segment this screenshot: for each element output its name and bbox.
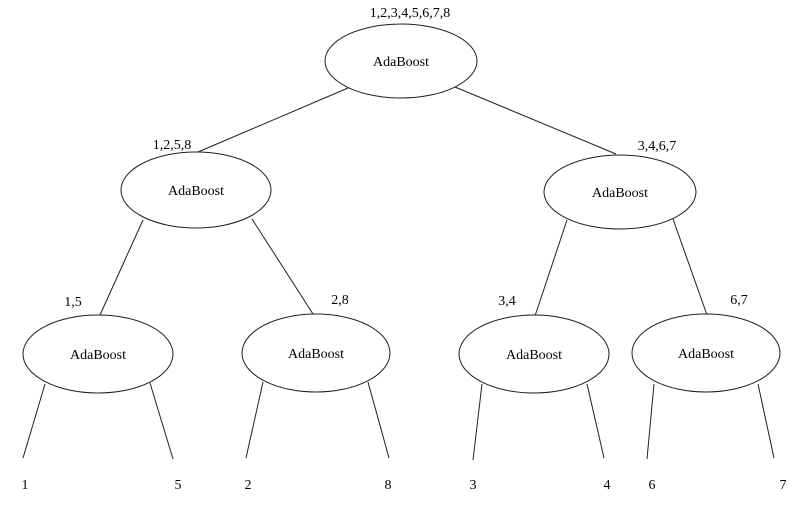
edge-to-leaf-8 bbox=[367, 381, 390, 459]
node-left-right-label: AdaBoost bbox=[288, 347, 344, 362]
leaf-label-1: 1 bbox=[22, 478, 29, 493]
node-root-label: AdaBoost bbox=[373, 55, 429, 70]
edge-right-rightleft bbox=[534, 219, 568, 317]
node-root-ellipse bbox=[324, 23, 478, 99]
node-left-ellipse bbox=[120, 151, 272, 229]
subset-label-left-left: 1,5 bbox=[64, 295, 82, 310]
edge-to-leaf-7 bbox=[757, 383, 775, 459]
leaf-label-5: 5 bbox=[175, 478, 182, 493]
node-left-left-ellipse bbox=[22, 314, 174, 394]
edge-root-left bbox=[197, 87, 349, 153]
subset-label-left: 1,2,5,8 bbox=[153, 138, 192, 153]
edge-root-right bbox=[454, 86, 617, 155]
edge-to-leaf-6 bbox=[646, 383, 655, 460]
edge-left-leftleft bbox=[99, 219, 144, 316]
subset-label-left-right: 2,8 bbox=[331, 293, 349, 308]
node-right-left-ellipse bbox=[458, 314, 610, 394]
node-right-right-ellipse bbox=[631, 313, 781, 393]
node-right-ellipse bbox=[543, 154, 697, 230]
subset-label-right: 3,4,6,7 bbox=[638, 139, 677, 154]
edge-to-leaf-3 bbox=[472, 383, 483, 461]
leaf-label-8: 8 bbox=[385, 478, 392, 493]
node-left-right-ellipse bbox=[241, 313, 391, 393]
leaf-label-3: 3 bbox=[470, 478, 477, 493]
subset-label-root: 1,2,3,4,5,6,7,8 bbox=[370, 6, 451, 21]
node-left-label: AdaBoost bbox=[168, 184, 224, 199]
node-right-left-label: AdaBoost bbox=[506, 348, 562, 363]
leaf-label-4: 4 bbox=[604, 478, 611, 493]
subset-label-right-left: 3,4 bbox=[498, 294, 516, 309]
node-right-right-label: AdaBoost bbox=[678, 347, 734, 362]
node-right-label: AdaBoost bbox=[592, 186, 648, 201]
subset-label-right-right: 6,7 bbox=[730, 293, 748, 308]
leaf-label-7: 7 bbox=[780, 478, 787, 493]
edge-to-leaf-4 bbox=[586, 383, 605, 459]
edge-to-leaf-2 bbox=[245, 381, 264, 459]
edge-to-leaf-5 bbox=[149, 382, 174, 460]
leaf-label-2: 2 bbox=[245, 478, 252, 493]
node-left-left-label: AdaBoost bbox=[70, 348, 126, 363]
edge-to-leaf-1 bbox=[22, 383, 46, 459]
edge-left-leftright bbox=[251, 218, 314, 315]
leaf-label-6: 6 bbox=[649, 478, 656, 493]
edge-right-rightright bbox=[672, 218, 708, 316]
